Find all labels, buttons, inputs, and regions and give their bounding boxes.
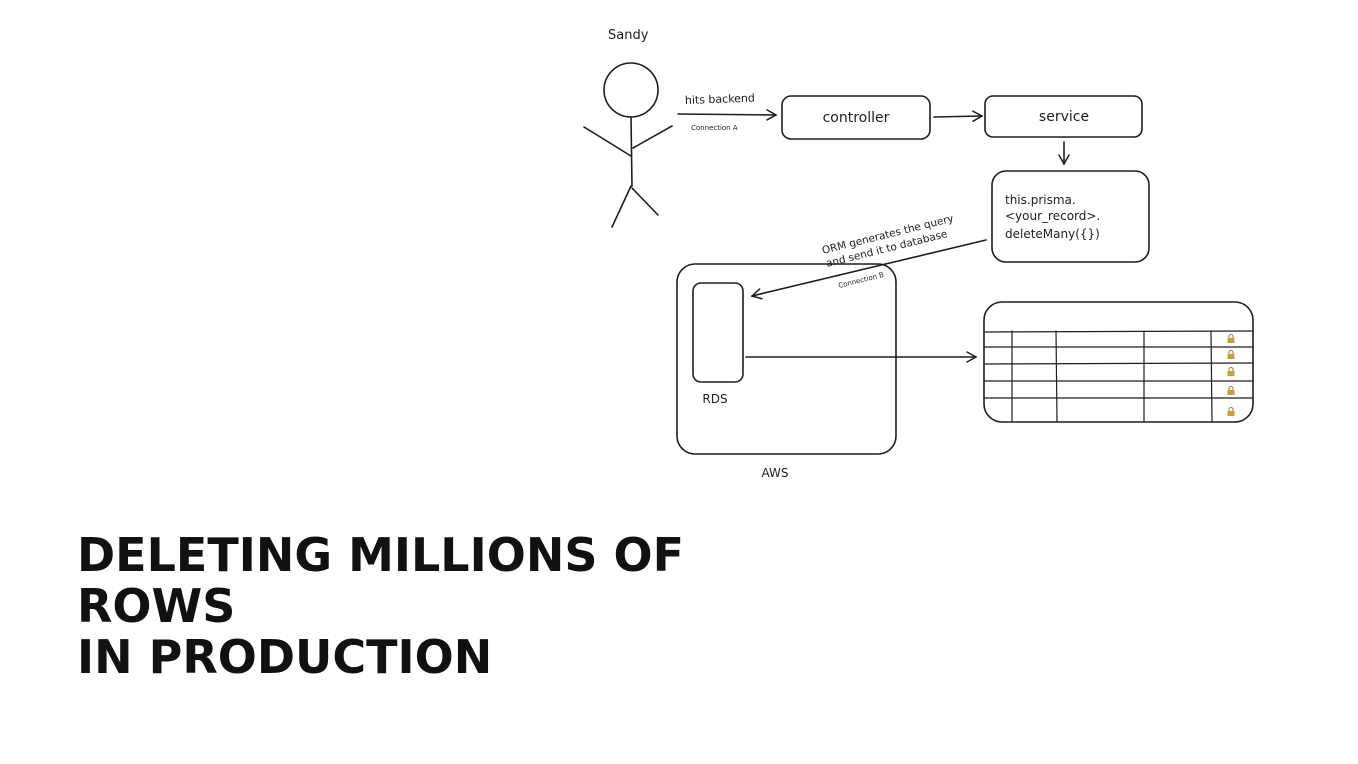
- hits-backend-label: hits backend: [685, 92, 755, 107]
- stick-figure-body: [630, 116, 633, 187]
- page-title-line-1: DELETING MILLIONS OF: [77, 528, 685, 582]
- orm-query-arrow: ORM generates the query and send it to d…: [750, 213, 987, 300]
- aws-label: AWS: [761, 466, 788, 480]
- lock-icon: [1227, 407, 1235, 416]
- user-name-label: Sandy: [608, 28, 649, 43]
- stick-figure-arm-left: [583, 126, 632, 157]
- code-line-3: deleteMany({}): [1005, 227, 1100, 241]
- code-line-2: <your_record>.: [1005, 209, 1100, 223]
- code-box: this.prisma. <your_record>. deleteMany({…: [991, 170, 1150, 263]
- controller-label: controller: [823, 110, 890, 126]
- aws-box: AWS: [676, 263, 897, 480]
- service-label: service: [1039, 109, 1089, 125]
- lock-icon: [1227, 334, 1235, 343]
- database-table: [983, 301, 1254, 423]
- controller-to-service-arrow: [933, 110, 984, 122]
- user-stick-figure: Sandy: [583, 28, 673, 228]
- stick-figure-leg-right: [631, 187, 659, 216]
- page-title-line-2: ROWS: [77, 579, 236, 633]
- hits-backend-arrow: hits backend Connection A: [677, 92, 778, 132]
- controller-box: controller: [781, 95, 931, 140]
- lock-icon: [1227, 386, 1235, 395]
- lock-icon: [1227, 350, 1235, 359]
- connection-a-label: Connection A: [691, 124, 738, 132]
- lock-icon: [1227, 367, 1235, 376]
- stick-figure-arm-right: [632, 125, 673, 149]
- rds-instance: RDS: [692, 282, 744, 406]
- table-row-divider: [984, 362, 1253, 365]
- stick-figure-head: [603, 62, 659, 118]
- page-title: DELETING MILLIONS OF ROWS IN PRODUCTION: [77, 530, 684, 683]
- table-column-divider: [1210, 330, 1213, 422]
- service-box: service: [984, 95, 1143, 138]
- table-column-divider: [1055, 330, 1058, 422]
- stick-figure-leg-left: [611, 185, 632, 228]
- page-title-line-3: IN PRODUCTION: [77, 630, 493, 684]
- code-line-1: this.prisma.: [1005, 193, 1076, 207]
- table-row-divider: [984, 330, 1253, 333]
- rds-label: RDS: [702, 392, 727, 406]
